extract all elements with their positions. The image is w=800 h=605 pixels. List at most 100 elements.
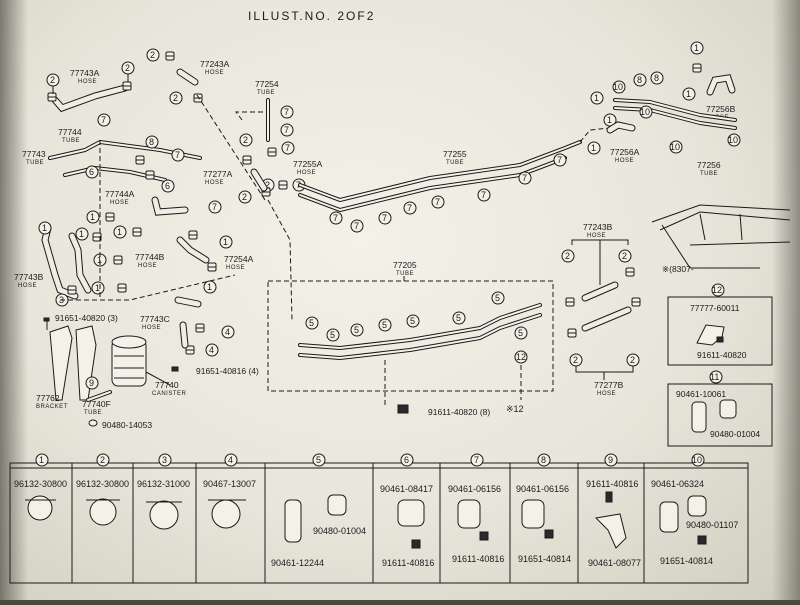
- callout-5-d: 5: [382, 320, 387, 330]
- callout-2-g: 2: [242, 192, 247, 202]
- table-c8-clamp: 90461-06156: [516, 484, 569, 494]
- callout-7-k: 7: [407, 203, 412, 213]
- label-90480-01004-b: 90480-01004: [710, 429, 760, 439]
- table-c10-clamp: 90461-06324: [651, 479, 704, 489]
- callout-2-b: 2: [125, 63, 130, 73]
- callout-4-b: 4: [209, 345, 214, 355]
- table-callout-1: 1: [39, 455, 44, 465]
- callout-1-a: 1: [90, 212, 95, 222]
- label-77255A: 77255A: [293, 159, 323, 169]
- callout-2-i: 2: [622, 251, 627, 261]
- label-90461-10061: 90461-10061: [676, 389, 726, 399]
- callout-2-e: 2: [243, 135, 248, 145]
- callout-10-d: 10: [670, 142, 680, 152]
- box-tube-callouts: 5 5 5 5 5 5 5 5 12: [305, 291, 528, 364]
- sub-tube-77740F: TUBE: [84, 410, 102, 416]
- table-c10-cushion: 90480-01107: [686, 520, 738, 530]
- label-77205: 77205: [393, 260, 417, 270]
- table-c9-bolt: 91611-40816: [586, 479, 638, 489]
- sub-tube-77255: TUBE: [446, 160, 464, 166]
- table-c3-part: 96132-31000: [137, 479, 190, 489]
- callout-1-k: 1: [594, 93, 599, 103]
- callout-5-f: 5: [456, 313, 461, 323]
- callout-8-a: 8: [149, 137, 154, 147]
- label-77256: 77256: [697, 160, 721, 170]
- callout-5-h: 5: [518, 328, 523, 338]
- table-c10-bolt: 91651-40814: [660, 556, 713, 566]
- table-callout-7: 7: [474, 455, 479, 465]
- label-77254: 77254: [255, 79, 279, 89]
- label-77743B: 77743B: [14, 272, 44, 282]
- callout-5-b: 5: [330, 330, 335, 340]
- table-callout-10: 10: [692, 455, 702, 465]
- callout-2-d: 2: [173, 93, 178, 103]
- sub-hose-77256A: HOSE: [615, 158, 634, 164]
- callout-7-n: 7: [522, 173, 527, 183]
- label-77255: 77255: [443, 149, 467, 159]
- table-callout-9: 9: [608, 455, 613, 465]
- sub-bracket-77762: BRACKET: [36, 404, 68, 410]
- label-91651-40816: 91651-40816 (4): [196, 366, 259, 376]
- label-77744: 77744: [58, 127, 82, 137]
- callout-9-a: 9: [89, 378, 94, 388]
- table-callout-6: 6: [404, 455, 409, 465]
- callout-7-b: 7: [175, 150, 180, 160]
- table-callout-4: 4: [228, 455, 233, 465]
- callout-ref-12: ※12: [506, 404, 524, 414]
- callout-10-a: 10: [613, 82, 623, 92]
- label-77256A: 77256A: [610, 147, 640, 157]
- callout-7-l: 7: [435, 197, 440, 207]
- callout-11-box: 11: [710, 372, 719, 382]
- label-77743C: 77743C: [140, 314, 170, 324]
- callout-2-a: 2: [50, 75, 55, 85]
- table-callout-8: 8: [541, 455, 546, 465]
- table-c6-bolt: 91611-40816: [382, 558, 434, 568]
- label-77744B: 77744B: [135, 252, 165, 262]
- sub-hose-77243A: HOSE: [205, 70, 224, 76]
- callout-7-o: 7: [557, 155, 562, 165]
- sub-hose-77243B: HOSE: [587, 233, 606, 239]
- callout-7-i: 7: [354, 221, 359, 231]
- callout-7-d: 7: [284, 107, 289, 117]
- label-77743A: 77743A: [70, 68, 100, 78]
- callout-7-c: 7: [212, 202, 217, 212]
- label-77762: 77762: [36, 393, 60, 403]
- label-90480-14053: 90480-14053: [102, 420, 152, 430]
- label-77254A: 77254A: [224, 254, 254, 264]
- table-c6-clamp: 90461-08417: [380, 484, 433, 494]
- label-77740F: 77740F: [82, 399, 111, 409]
- callout-7-h: 7: [333, 213, 338, 223]
- table-c5-cushion: 90480-01004: [313, 526, 366, 536]
- table-callout-2: 2: [100, 455, 105, 465]
- callout-2-k: 2: [630, 355, 635, 365]
- table-c4-part: 90467-13007: [203, 479, 256, 489]
- sub-hose-77743B: HOSE: [18, 283, 37, 289]
- callout-1-j: 1: [686, 89, 691, 99]
- sub-tube-77744: TUBE: [62, 138, 80, 144]
- label-77243A: 77243A: [200, 59, 230, 69]
- callout-1-d: 1: [79, 229, 84, 239]
- table-c7-clamp: 90461-06156: [448, 484, 501, 494]
- sub-hose-77255A: HOSE: [297, 170, 316, 176]
- callout-7-m: 7: [481, 190, 486, 200]
- label-77744A: 77744A: [105, 189, 135, 199]
- table-c2-part: 96132-30800: [76, 479, 129, 489]
- table-callout-5: 5: [316, 455, 321, 465]
- callout-5-e: 5: [410, 316, 415, 326]
- label-77277B: 77277B: [594, 380, 624, 390]
- sub-tube-77743: TUBE: [26, 160, 44, 166]
- sub-canister-77740: CANISTER: [152, 391, 187, 397]
- sub-tube-77256: TUBE: [700, 171, 718, 177]
- table-c8-bolt: 91651-40814: [518, 554, 571, 564]
- label-77777-60011: 77777-60011: [690, 303, 740, 313]
- illustration-title: ILLUST.NO. 2OF2: [248, 9, 375, 23]
- callout-5-g: 5: [495, 293, 500, 303]
- callout-1-g: 1: [223, 237, 228, 247]
- table-c9-clamp: 90461-08077: [588, 558, 641, 568]
- callout-1-c: 1: [42, 223, 47, 233]
- label-77243B: 77243B: [583, 222, 613, 232]
- callout-1-h: 1: [207, 282, 212, 292]
- sub-hose-77277B: HOSE: [597, 391, 616, 397]
- sub-hose-77744B: HOSE: [138, 263, 157, 269]
